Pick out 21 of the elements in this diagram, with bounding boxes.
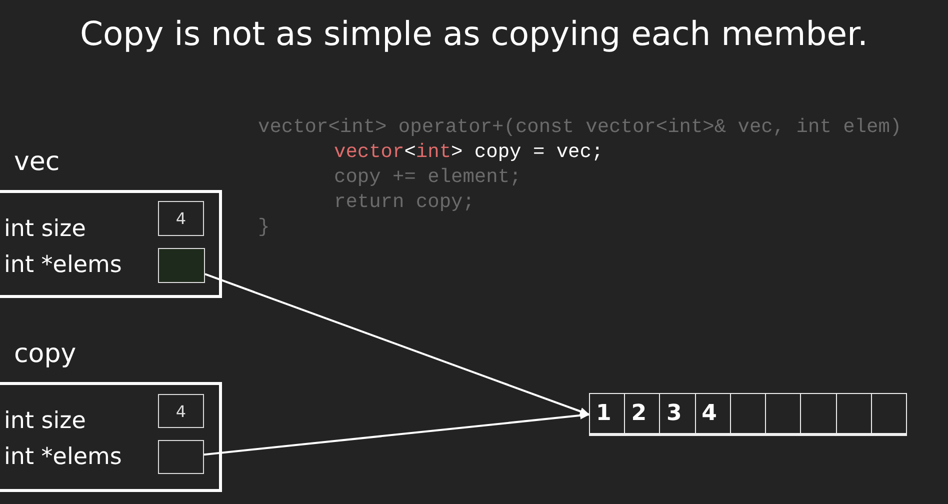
variable-name: copy	[14, 339, 76, 369]
pointer-box	[158, 248, 205, 283]
array-cell	[870, 393, 907, 433]
code-line: }	[258, 216, 270, 238]
slide-title: Copy is not as simple as copying each member.	[78, 14, 870, 53]
array-cell: 1	[589, 393, 626, 433]
code-line: copy += element;	[334, 166, 522, 188]
value-box: 4	[158, 394, 204, 428]
member-label: int size	[4, 408, 86, 434]
member-label: int *elems	[4, 444, 122, 470]
pointer-box	[158, 440, 204, 474]
variable-name: vec	[14, 147, 60, 177]
code-line: return copy;	[334, 191, 474, 213]
member-label: int size	[4, 216, 86, 242]
member-label: int *elems	[4, 252, 122, 278]
value-box: 4	[158, 201, 204, 236]
pointer-arrow	[204, 273, 590, 416]
pointer-arrow	[204, 411, 590, 456]
code-line: vector<int> operator+(const vector<int>& vec, int elem)	[258, 116, 902, 138]
code-line: vector<int> copy = vec;	[334, 141, 604, 163]
array-bar	[589, 393, 907, 436]
